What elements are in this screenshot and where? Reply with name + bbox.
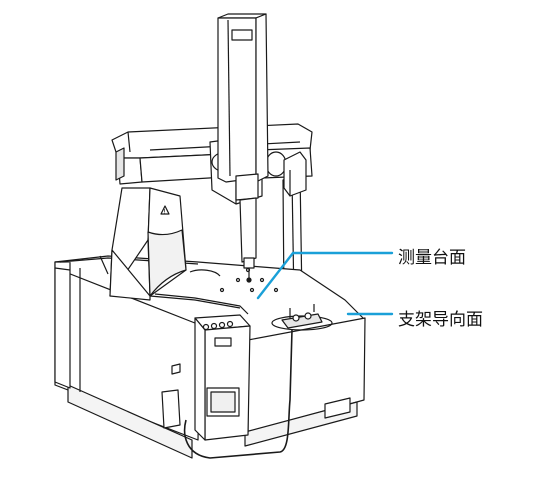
label-measuring-table: 测量台面 bbox=[398, 248, 466, 268]
cable bbox=[183, 329, 293, 459]
svg-text:!: ! bbox=[163, 208, 166, 216]
probe-rack bbox=[271, 304, 333, 331]
cable-box bbox=[161, 363, 181, 429]
table-surface-details bbox=[149, 267, 279, 315]
leader-line-table bbox=[256, 251, 394, 300]
control-panel bbox=[194, 314, 251, 441]
left-support-column: ! bbox=[109, 187, 187, 301]
z-ram bbox=[217, 13, 269, 283]
label-support-guide-surface: 支架导向面 bbox=[398, 310, 483, 330]
right-support-top bbox=[283, 151, 307, 197]
callout-lines bbox=[256, 251, 394, 316]
